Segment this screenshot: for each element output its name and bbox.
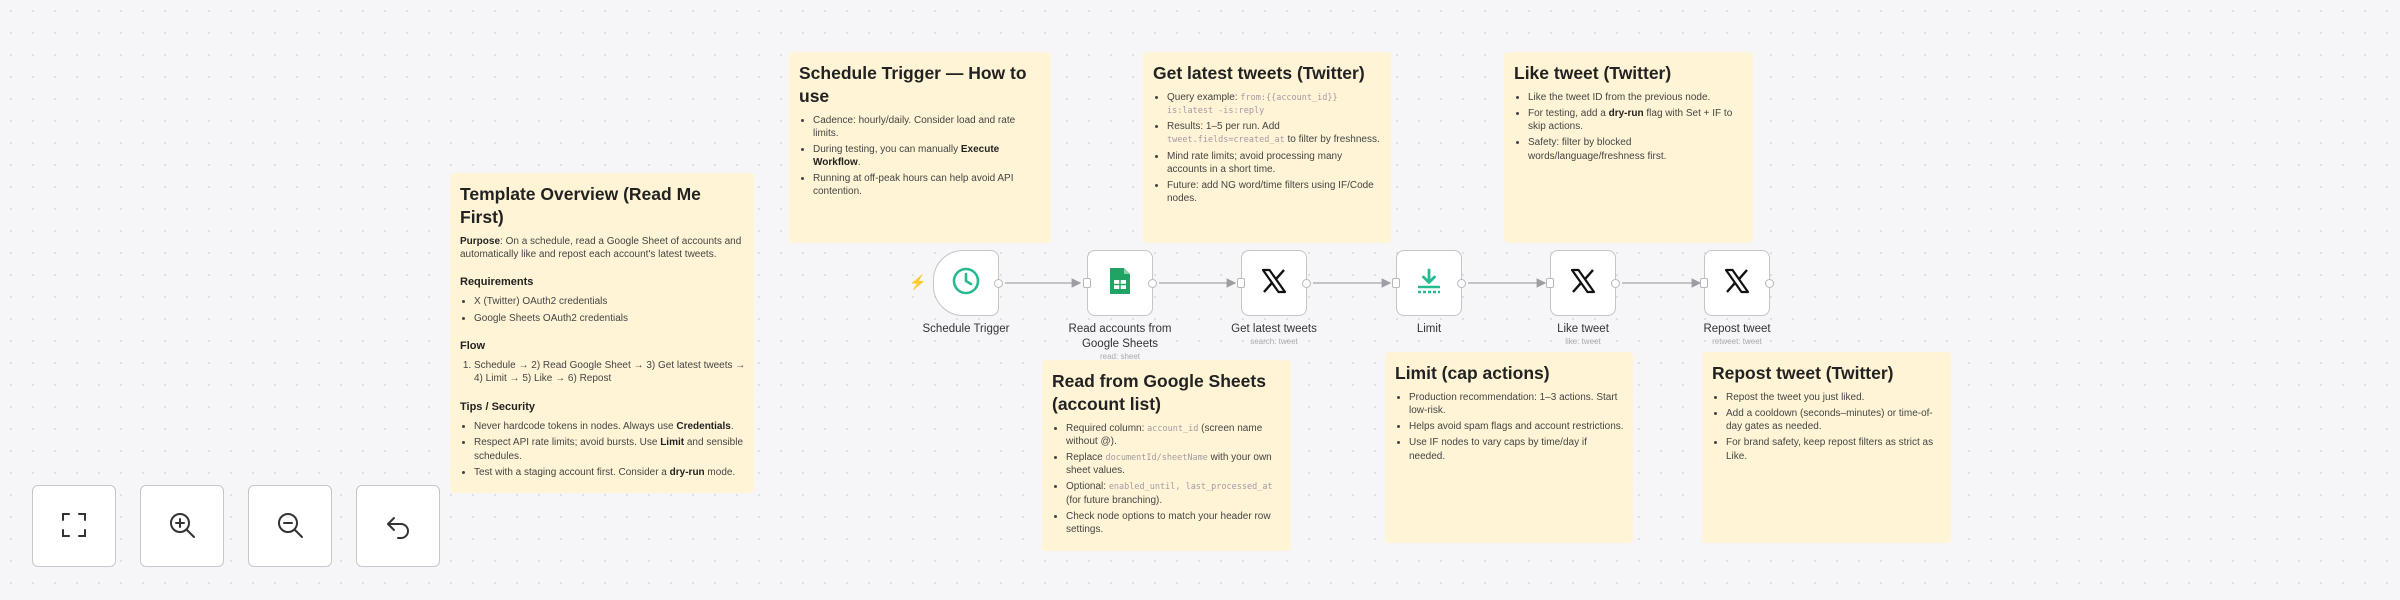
node-subtitle: like: tweet bbox=[1565, 337, 1601, 346]
list-item: Future: add NG word/time filters using I… bbox=[1167, 179, 1383, 205]
list-item: X (Twitter) OAuth2 credentials bbox=[474, 295, 746, 308]
fit-view-icon bbox=[59, 510, 89, 543]
list-item: Mind rate limits; avoid processing many … bbox=[1167, 150, 1383, 176]
zoom-in-icon bbox=[167, 510, 197, 543]
reset-zoom-icon bbox=[383, 510, 413, 543]
read-sheets-list: Required column: account_id (screen name… bbox=[1052, 422, 1283, 537]
input-handle[interactable] bbox=[1083, 278, 1091, 288]
sticky-note-schedule-trigger[interactable]: Schedule Trigger — How to use Cadence: h… bbox=[789, 52, 1051, 243]
requirements-list: X (Twitter) OAuth2 credentials Google Sh… bbox=[460, 295, 746, 324]
output-handle[interactable] bbox=[1611, 279, 1620, 288]
node-label: Limit bbox=[1416, 323, 1442, 335]
reset-zoom-button[interactable] bbox=[356, 485, 440, 567]
output-handle[interactable] bbox=[994, 279, 1003, 288]
sticky-note-title: Get latest tweets (Twitter) bbox=[1153, 63, 1365, 83]
list-item: For brand safety, keep repost filters as… bbox=[1726, 436, 1943, 462]
sticky-note-title: Template Overview (Read Me First) bbox=[460, 184, 701, 227]
list-item: Like the tweet ID from the previous node… bbox=[1528, 91, 1745, 104]
sticky-note-title: Like tweet (Twitter) bbox=[1514, 63, 1672, 83]
node-like-tweet[interactable] bbox=[1546, 250, 1620, 316]
list-item: Check node options to match your header … bbox=[1066, 510, 1283, 536]
list-item: Running at off-peak hours can help avoid… bbox=[813, 172, 1043, 198]
input-handle[interactable] bbox=[1700, 278, 1708, 288]
list-item: Use IF nodes to vary caps by time/day if… bbox=[1409, 436, 1625, 462]
sticky-note-repost-tweet[interactable]: Repost tweet (Twitter) Repost the tweet … bbox=[1702, 352, 1951, 543]
sticky-note-title: Read from Google Sheets (account list) bbox=[1052, 371, 1266, 414]
node-read-google-sheets[interactable] bbox=[1083, 250, 1157, 316]
input-handle[interactable] bbox=[1237, 278, 1245, 288]
repost-list: Repost the tweet you just liked. Add a c… bbox=[1712, 391, 1943, 463]
list-item: Safety: filter by blocked words/language… bbox=[1528, 136, 1745, 162]
output-handle[interactable] bbox=[1148, 279, 1157, 288]
node-label: Schedule Trigger bbox=[922, 323, 1010, 335]
purpose-text: Purpose: On a schedule, read a Google Sh… bbox=[460, 235, 742, 260]
sticky-note-like-tweet[interactable]: Like tweet (Twitter) Like the tweet ID f… bbox=[1504, 52, 1753, 243]
get-latest-list: Query example: from:{{account_id}} is:la… bbox=[1153, 91, 1383, 206]
node-label: Like tweet bbox=[1557, 323, 1609, 335]
list-item: Respect API rate limits; avoid bursts. U… bbox=[474, 436, 746, 462]
list-item: Query example: from:{{account_id}} is:la… bbox=[1167, 91, 1383, 117]
flow-heading: Flow bbox=[460, 339, 486, 352]
list-item: During testing, you can manually Execute… bbox=[813, 143, 1043, 169]
sticky-note-read-google-sheets[interactable]: Read from Google Sheets (account list) R… bbox=[1042, 360, 1291, 551]
x-logo-icon bbox=[1723, 267, 1751, 300]
sticky-note-template-overview[interactable]: Template Overview (Read Me First) Purpos… bbox=[450, 173, 754, 493]
tips-list: Never hardcode tokens in nodes. Always u… bbox=[460, 420, 746, 479]
x-logo-icon bbox=[1260, 267, 1288, 300]
node-label: Repost tweet bbox=[1703, 323, 1771, 335]
list-item: Repost the tweet you just liked. bbox=[1726, 391, 1943, 404]
node-subtitle: retweet: tweet bbox=[1712, 337, 1762, 346]
limit-icon bbox=[1415, 267, 1443, 300]
sticky-note-title: Repost tweet (Twitter) bbox=[1712, 363, 1894, 383]
input-handle[interactable] bbox=[1392, 278, 1400, 288]
output-handle[interactable] bbox=[1457, 279, 1466, 288]
sticky-note-title: Limit (cap actions) bbox=[1395, 363, 1550, 383]
input-handle[interactable] bbox=[1546, 278, 1554, 288]
list-item: Test with a staging account first. Consi… bbox=[474, 466, 746, 479]
node-label: Read accounts from Google Sheets bbox=[1068, 323, 1172, 350]
schedule-list: Cadence: hourly/daily. Consider load and… bbox=[799, 114, 1043, 199]
sticky-note-title: Schedule Trigger — How to use bbox=[799, 63, 1027, 106]
flow-list: Schedule → 2) Read Google Sheet → 3) Get… bbox=[460, 359, 746, 385]
zoom-in-button[interactable] bbox=[140, 485, 224, 567]
clock-icon bbox=[951, 266, 981, 301]
limit-list: Production recommendation: 1–3 actions. … bbox=[1395, 391, 1625, 463]
list-item: Helps avoid spam flags and account restr… bbox=[1409, 420, 1625, 433]
list-item: Never hardcode tokens in nodes. Always u… bbox=[474, 420, 746, 433]
node-limit[interactable] bbox=[1392, 250, 1466, 316]
node-subtitle: read: sheet bbox=[1099, 352, 1141, 361]
node-subtitle: search: tweet bbox=[1250, 337, 1298, 346]
list-item: Production recommendation: 1–3 actions. … bbox=[1409, 391, 1625, 417]
list-item: Required column: account_id (screen name… bbox=[1066, 422, 1283, 448]
node-get-latest-tweets[interactable] bbox=[1237, 250, 1311, 316]
list-item: Schedule → 2) Read Google Sheet → 3) Get… bbox=[474, 359, 746, 385]
requirements-heading: Requirements bbox=[460, 275, 534, 288]
tips-heading: Tips / Security bbox=[460, 400, 535, 413]
list-item: For testing, add a dry-run flag with Set… bbox=[1528, 107, 1745, 133]
list-item: Optional: enabled_until, last_processed_… bbox=[1066, 480, 1283, 506]
list-item: Replace documentId/sheetName with your o… bbox=[1066, 451, 1283, 477]
output-handle[interactable] bbox=[1302, 279, 1311, 288]
list-item: Results: 1–5 per run. Add tweet.fields=c… bbox=[1167, 120, 1383, 146]
output-handle[interactable] bbox=[1765, 279, 1774, 288]
fit-view-button[interactable] bbox=[32, 485, 116, 567]
like-list: Like the tweet ID from the previous node… bbox=[1514, 91, 1745, 163]
x-logo-icon bbox=[1569, 267, 1597, 300]
node-repost-tweet[interactable] bbox=[1700, 250, 1774, 316]
sticky-note-limit[interactable]: Limit (cap actions) Production recommend… bbox=[1385, 352, 1633, 543]
trigger-lightning-icon: ⚡ bbox=[909, 274, 927, 290]
zoom-out-button[interactable] bbox=[248, 485, 332, 567]
list-item: Google Sheets OAuth2 credentials bbox=[474, 312, 746, 325]
google-sheets-icon bbox=[1108, 266, 1132, 301]
list-item: Cadence: hourly/daily. Consider load and… bbox=[813, 114, 1043, 140]
zoom-out-icon bbox=[275, 510, 305, 543]
list-item: Add a cooldown (seconds–minutes) or time… bbox=[1726, 407, 1943, 433]
node-schedule-trigger[interactable] bbox=[933, 250, 1003, 316]
sticky-note-get-latest-tweets[interactable]: Get latest tweets (Twitter) Query exampl… bbox=[1143, 52, 1391, 243]
node-label: Get latest tweets bbox=[1231, 323, 1317, 335]
